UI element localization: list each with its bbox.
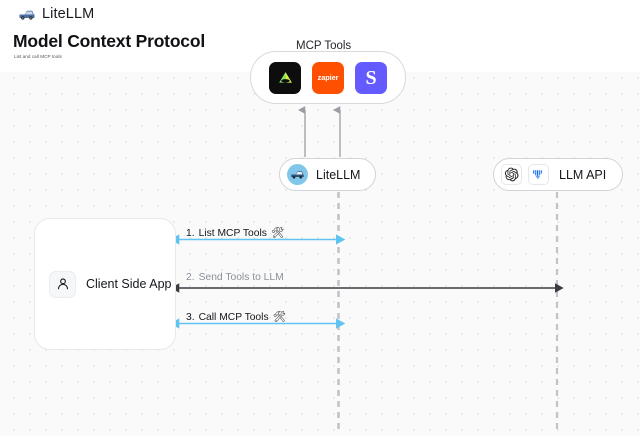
- mcp-tools-label: MCP Tools: [296, 40, 352, 52]
- step-3-label: 3. Call MCP Tools 🛠: [186, 312, 286, 323]
- mcp-tools-box: zapier S: [250, 51, 406, 104]
- step-2-text: Send Tools to LLM: [198, 272, 284, 283]
- app-brand-bar: LiteLLM: [0, 0, 640, 28]
- step-1-text: List MCP Tools: [198, 228, 267, 239]
- step-2-label: 2. Send Tools to LLM: [186, 272, 284, 283]
- stripe-s-icon[interactable]: S: [355, 61, 387, 94]
- stripe-letter: S: [365, 66, 377, 89]
- page-subtitle: List and call MCP tools: [14, 54, 62, 59]
- litellm-avatar-icon: [287, 164, 308, 185]
- zapier-icon[interactable]: zapier: [312, 61, 344, 94]
- node-llm-api[interactable]: LLM API: [493, 158, 624, 191]
- vertex-ai-icon: [528, 164, 549, 185]
- diagram-wires: [169, 106, 564, 434]
- linear-triangle-icon[interactable]: [269, 61, 301, 94]
- step-1-number: 1.: [186, 228, 195, 239]
- step-2-number: 2.: [186, 272, 195, 283]
- step-1-label: 1. List MCP Tools 🛠: [186, 228, 284, 239]
- zapier-wordmark: zapier: [317, 73, 339, 82]
- openai-icon: [501, 164, 522, 185]
- diagram-canvas: MCP Tools zapier S LiteLLM: [0, 40, 640, 436]
- node-client-side-app[interactable]: Client Side App: [34, 218, 176, 350]
- step-3-text: Call MCP Tools: [198, 312, 269, 323]
- node-litellm-label: LiteLLM: [316, 167, 361, 182]
- node-llm-api-label: LLM API: [559, 167, 607, 182]
- user-icon: [49, 270, 76, 298]
- node-litellm[interactable]: LiteLLM: [279, 158, 377, 191]
- tools-emoji-icon: 🛠: [272, 311, 286, 324]
- litellm-truck-logo-icon: [18, 7, 36, 22]
- tools-emoji-icon: 🛠: [270, 227, 285, 240]
- node-client-side-app-label: Client Side App: [86, 277, 172, 291]
- brand-name: LiteLLM: [42, 6, 95, 22]
- page-title: Model Context Protocol: [13, 31, 205, 51]
- step-3-number: 3.: [186, 312, 195, 323]
